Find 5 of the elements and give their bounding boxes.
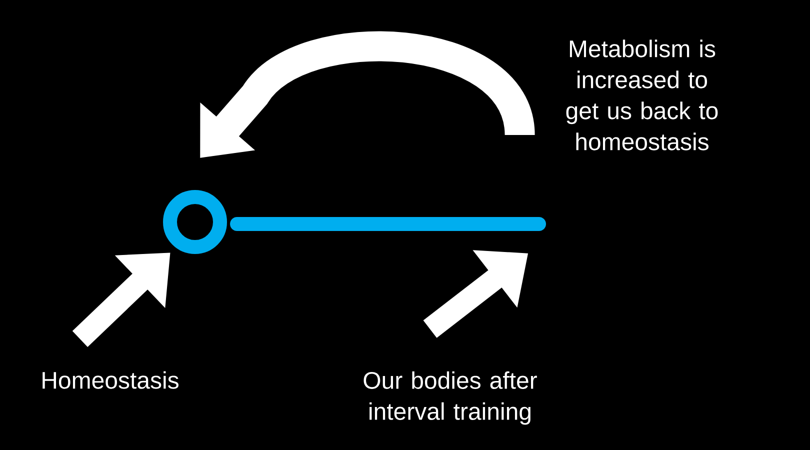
caption-text: Metabolism is increased to get us back to homeostasis (566, 40, 718, 150)
caption-text: Our bodies after interval training (364, 371, 537, 425)
ring-marker (163, 190, 227, 254)
level-bar (230, 217, 546, 231)
caption-text: Homeostasis (42, 371, 178, 389)
